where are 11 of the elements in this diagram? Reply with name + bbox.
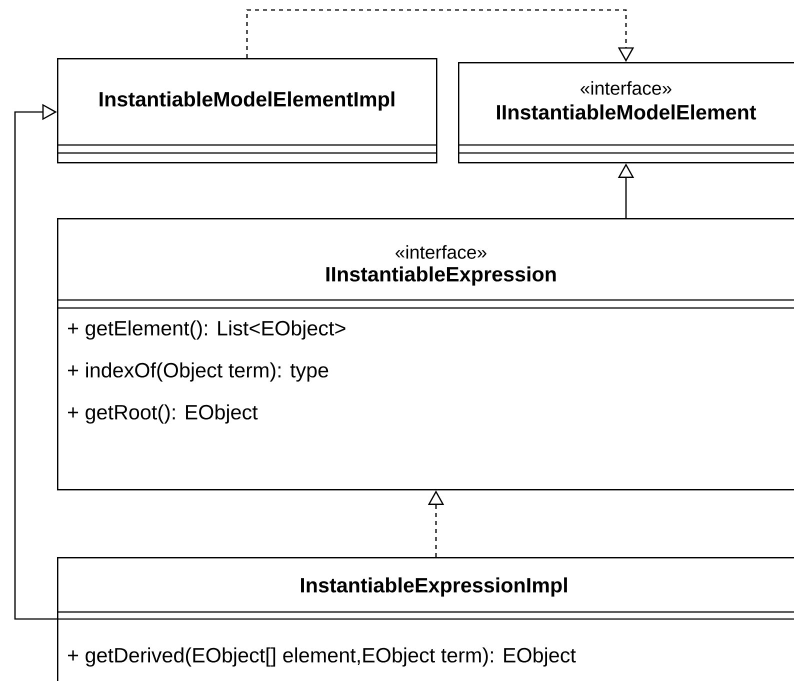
method-text: + indexOf(Object term): type bbox=[68, 362, 328, 382]
class-name: InstantiableModelElementImpl bbox=[100, 91, 394, 111]
method-text: + getDerived(EObject[] element,EObject term): EObject bbox=[68, 647, 576, 667]
method-text: + getElement(): List<EObject> bbox=[68, 320, 346, 340]
stereotype-label: «interface» bbox=[580, 81, 672, 95]
class-name: InstantiableExpressionImpl bbox=[301, 577, 567, 597]
arrow bbox=[14, 104, 57, 620]
class-name: IInstantiableExpression bbox=[326, 266, 556, 286]
class-name: IInstantiableModelElement bbox=[497, 104, 756, 120]
stereotype-label: «interface» bbox=[396, 245, 486, 259]
method-text: + getRoot(): EObject bbox=[68, 404, 258, 424]
